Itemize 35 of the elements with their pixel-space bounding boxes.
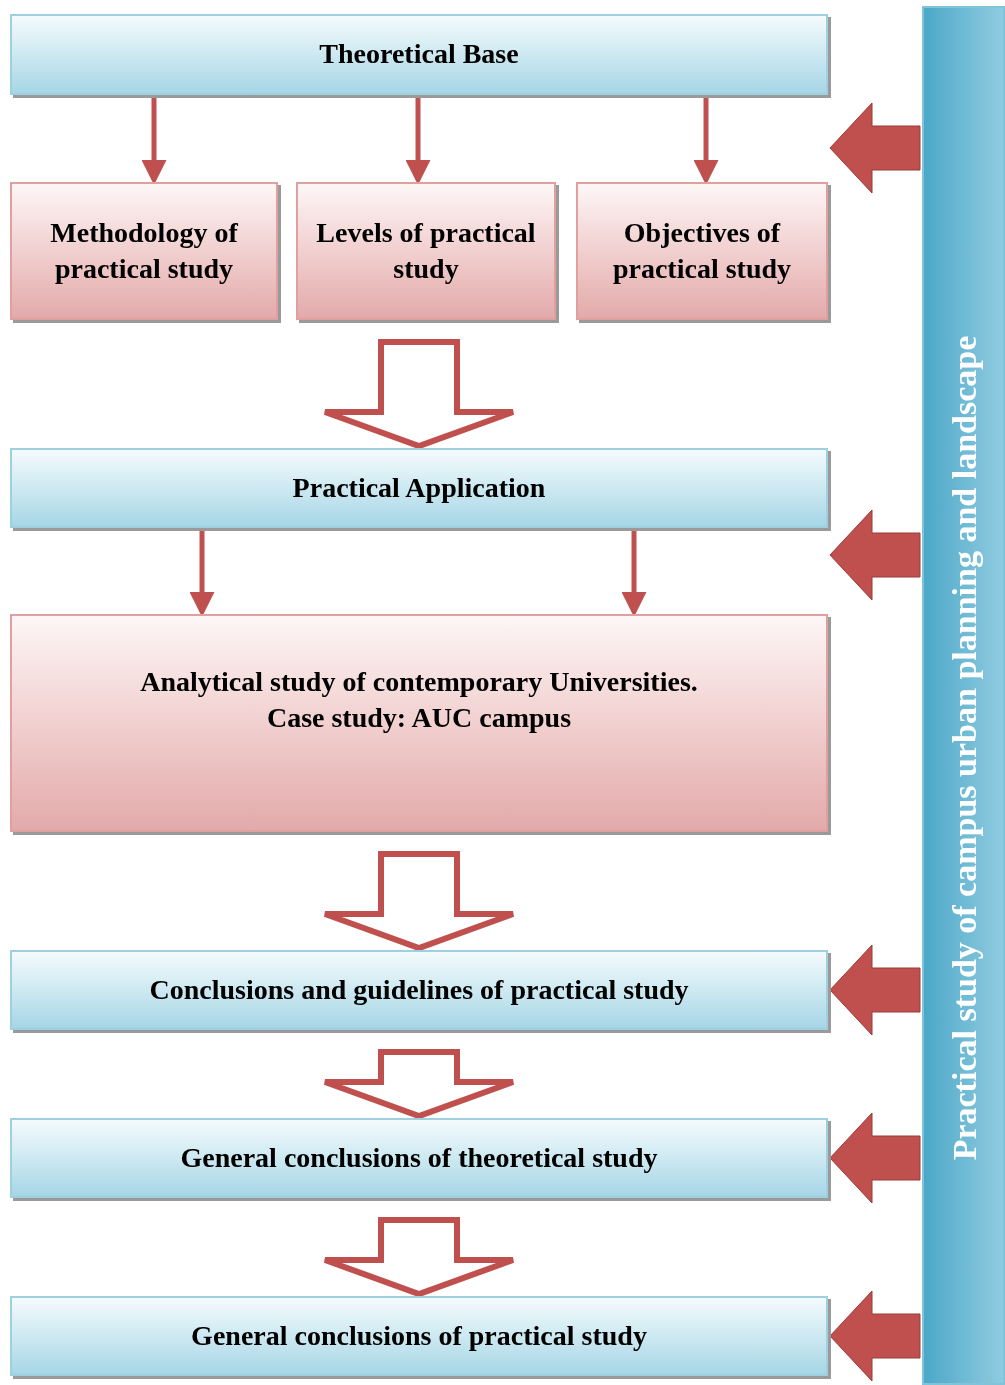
- arrow: [405, 97, 431, 185]
- band-label: Practical study of campus urban planning and landscape: [948, 335, 982, 1161]
- hollow-block-arrow: [322, 1049, 516, 1120]
- block-arrow: [829, 102, 921, 194]
- stage-box: [10, 182, 278, 320]
- block-arrow: [829, 1112, 921, 1204]
- hollow-block-arrow: [322, 851, 516, 952]
- block-arrow: [829, 1290, 921, 1382]
- box-label: Levels of practical study: [315, 215, 537, 286]
- hollow-block-arrow: [322, 339, 516, 450]
- process-box: [10, 1296, 828, 1376]
- stage-box: [10, 614, 828, 832]
- box-label: General conclusions of practical study: [191, 1318, 647, 1353]
- block-arrow: [829, 509, 921, 601]
- box-label: Case study: AUC campus: [266, 701, 572, 736]
- box-label: Practical Application: [292, 470, 546, 505]
- process-box: [10, 950, 828, 1030]
- process-box: [10, 1118, 828, 1198]
- arrow: [189, 530, 215, 617]
- box-label: Methodology of practical study: [49, 215, 239, 286]
- box-label: Analytical study of contemporary Universities.: [140, 665, 698, 699]
- box-label: General conclusions of theoretical study: [180, 1140, 658, 1175]
- process-box: [10, 14, 828, 95]
- block-arrow: [829, 944, 921, 1036]
- side-band: [922, 6, 1005, 1385]
- arrow: [621, 530, 647, 617]
- stage-box: [576, 182, 828, 320]
- stage-box: [296, 182, 556, 320]
- arrow: [693, 97, 719, 185]
- arrow: [141, 97, 167, 185]
- box-label: Theoretical Base: [319, 37, 519, 72]
- box-label: Conclusions and guidelines of practical study: [149, 972, 689, 1007]
- box-label: Objectives of practical study: [611, 215, 793, 286]
- process-box: [10, 448, 828, 528]
- hollow-block-arrow: [322, 1217, 516, 1298]
